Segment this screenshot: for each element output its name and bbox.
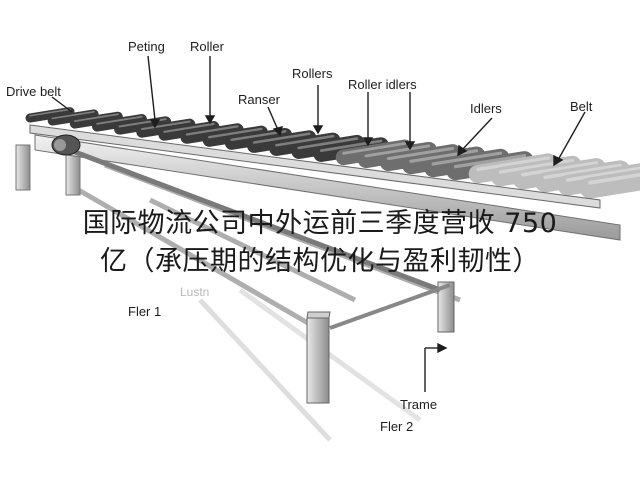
roller-highlight xyxy=(252,132,311,144)
roller-highlight xyxy=(96,115,143,125)
roller-highlight xyxy=(297,137,359,150)
label-ranser: Ranser xyxy=(238,92,280,107)
roller xyxy=(91,114,147,132)
roller-highlight xyxy=(498,158,575,174)
roller xyxy=(47,109,99,126)
roller-highlight xyxy=(565,166,640,182)
roller-highlight xyxy=(543,163,622,180)
label-idlers: Idlers xyxy=(470,101,502,116)
label-belt: Belt xyxy=(570,99,593,114)
roller-highlight xyxy=(230,130,287,142)
label-fler-2: Fler 2 xyxy=(380,419,414,434)
roller-highlight xyxy=(140,120,191,131)
roller-highlight xyxy=(275,134,335,147)
roller-highlight xyxy=(208,127,263,139)
frame-legs xyxy=(15,144,455,404)
side-rail-upper xyxy=(29,124,601,209)
roller-highlight xyxy=(386,146,455,161)
roller-highlight xyxy=(319,139,383,152)
label-fler-1: Fler 1 xyxy=(128,304,162,319)
roller-highlight xyxy=(364,144,431,158)
headline-line-1: 国际物流公司中外运前三季度营收 750 xyxy=(82,208,558,239)
roller-highlight xyxy=(476,156,551,172)
roller-highlight xyxy=(29,108,71,117)
label-lustn: Lustn xyxy=(180,285,210,299)
roller-highlight xyxy=(51,110,95,120)
roller-highlight xyxy=(588,172,640,185)
roller-highlight xyxy=(73,113,119,123)
leader-lines xyxy=(51,55,586,392)
side-rail-lower xyxy=(34,134,621,241)
roller xyxy=(158,121,220,141)
rollers xyxy=(25,107,640,199)
label-roller-idlers: Roller idlers xyxy=(348,77,417,92)
roller-highlight xyxy=(185,125,239,136)
label-peting: Peting xyxy=(128,39,165,54)
drive-motor xyxy=(51,134,81,156)
roller-highlight xyxy=(453,154,527,169)
label-drive-belt: Drive belt xyxy=(6,84,61,99)
headline-line-2: 亿（承压期的结构优化与盈利韧性） xyxy=(100,246,540,277)
roller-highlight xyxy=(521,161,599,177)
roller-highlight xyxy=(409,149,479,163)
roller-highlight xyxy=(342,142,407,155)
label-roller: Roller xyxy=(190,39,224,54)
headline-overlay: 国际物流公司中外运前三季度营收 750 亿（承压期的结构优化与盈利韧性） xyxy=(0,205,640,281)
roller xyxy=(69,111,123,129)
label-trame: Trame xyxy=(400,397,438,412)
roller-highlight xyxy=(163,122,215,133)
roller xyxy=(25,107,75,123)
roller xyxy=(579,169,640,199)
roller-highlight xyxy=(431,151,503,166)
label-rollers: Rollers xyxy=(292,66,333,81)
roller xyxy=(136,118,196,138)
